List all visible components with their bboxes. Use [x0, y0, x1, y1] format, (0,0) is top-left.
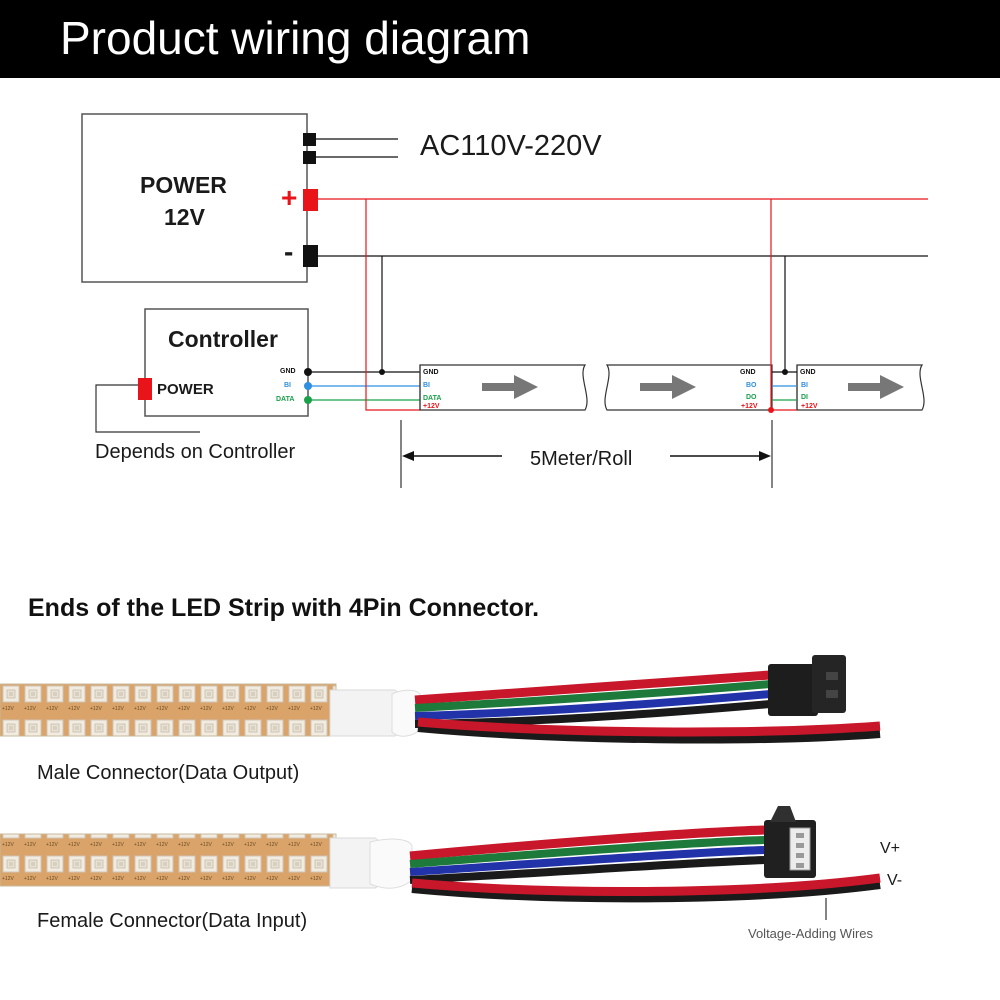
plus-sign: + [281, 182, 298, 213]
dimension-arrow-right [759, 451, 771, 461]
ac-terminal-1 [303, 133, 316, 146]
power-title-line1: POWER [140, 172, 227, 198]
arrow-icon [482, 375, 538, 399]
connector-section-title: Ends of the LED Strip with 4Pin Connecto… [28, 594, 540, 622]
header-bar: Product wiring diagram [0, 0, 1000, 78]
voltage-adding-label: Voltage-Adding Wires [748, 926, 874, 941]
strip-out-pin-gnd: GND [740, 369, 756, 376]
controller-power-label: POWER [157, 381, 214, 398]
junction-12v-2 [768, 407, 774, 413]
power-supply-box [81, 113, 308, 283]
strip-next-pin-12v: +12V [801, 403, 818, 410]
female-connector-label: Female Connector(Data Input) [37, 910, 308, 932]
controller-power-wire [95, 384, 200, 433]
length-label: 5Meter/Roll [530, 448, 633, 470]
vplus-label: V+ [880, 840, 901, 857]
depends-label: Depends on Controller [95, 441, 296, 463]
ac-input-label: AC110V-220V [420, 130, 602, 162]
strip-next-pin-gnd: GND [800, 369, 816, 376]
power-title-line2: 12V [164, 204, 205, 230]
strip-in-pin-data: DATA [423, 395, 442, 402]
controller-pin-gnd: GND [280, 368, 296, 375]
male-connector-label: Male Connector(Data Output) [37, 762, 300, 784]
page-title: Product wiring diagram [60, 12, 531, 64]
arrow-icon [848, 375, 904, 399]
controller-power-terminal [138, 378, 152, 400]
drop-positive-1 [365, 199, 420, 411]
strip-next-pin-di: DI [801, 394, 808, 401]
arrow-icon [640, 375, 696, 399]
controller-pin-data: DATA [276, 396, 295, 403]
strip-in-pin-gnd: GND [423, 369, 439, 376]
strip-out-pin-do: DO [746, 394, 757, 401]
strip-next-pin-bi: BI [801, 382, 808, 389]
junction-gnd-2 [782, 369, 788, 375]
controller-title: Controller [168, 326, 278, 352]
plus-terminal [303, 189, 318, 211]
male-connector-photo [0, 655, 881, 744]
controller-pin-bi: BI [284, 382, 291, 389]
ac-terminal-2 [303, 151, 316, 164]
strip-out-pin-12v: +12V [741, 403, 758, 410]
strip-in-pin-bi: BI [423, 382, 430, 389]
strip-out-pin-bo: BO [746, 382, 757, 389]
led-strip-female [0, 834, 336, 886]
male-plug [768, 664, 818, 716]
minus-terminal [303, 245, 318, 267]
vminus-label: V- [887, 872, 903, 889]
controller-box [144, 308, 309, 417]
dimension-arrow-left [402, 451, 414, 461]
minus-sign: - [284, 236, 294, 267]
female-connector-photo [0, 806, 881, 920]
junction-gnd-1 [379, 369, 385, 375]
led-strip-male [0, 684, 336, 736]
strip-in-pin-12v: +12V [423, 403, 440, 410]
